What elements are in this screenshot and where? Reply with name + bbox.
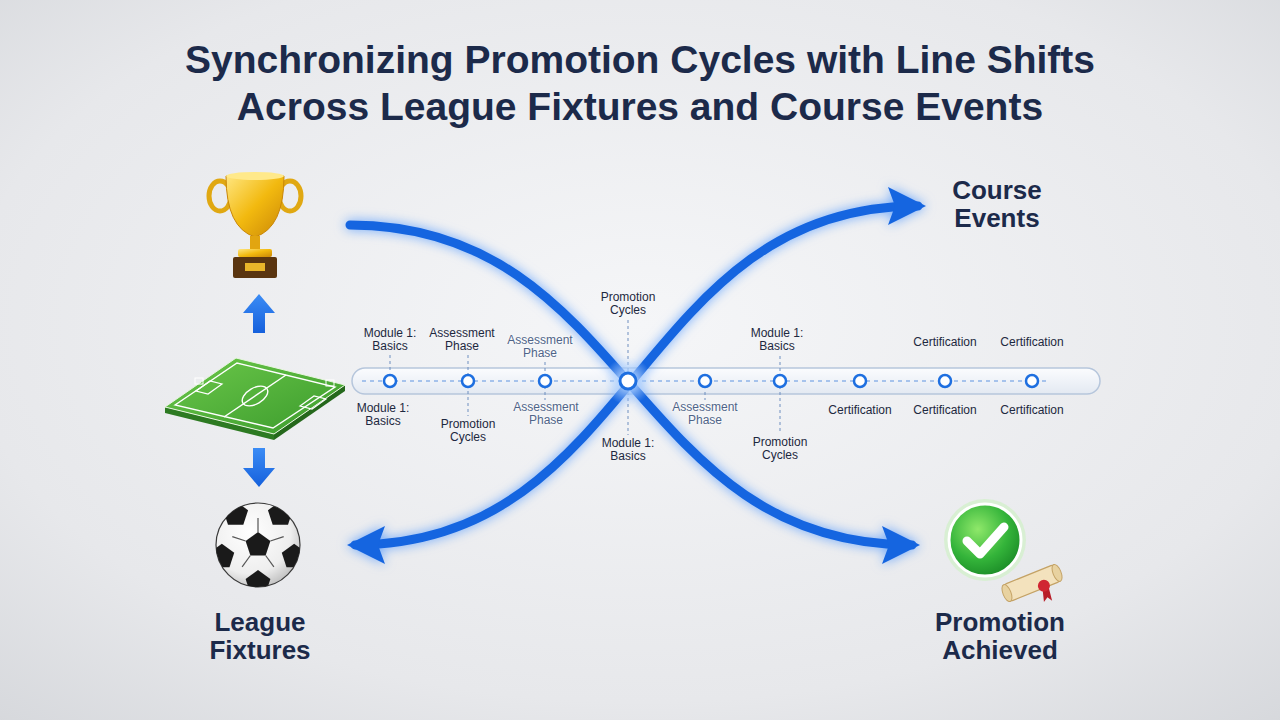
timeline-dot	[854, 375, 866, 387]
timeline-dot	[939, 375, 951, 387]
timeline-dot	[620, 373, 636, 389]
timeline-dot	[699, 375, 711, 387]
timeline-label: Certification	[821, 404, 899, 417]
timeline-label: Promotion Cycles	[589, 291, 667, 317]
timeline-label: Promotion Cycles	[429, 418, 507, 444]
success-badge	[944, 499, 1026, 581]
timeline-dot	[774, 375, 786, 387]
timeline-label: Module 1: Basics	[738, 327, 816, 353]
timeline-label: Promotion Cycles	[741, 436, 819, 462]
tick-line	[705, 392, 706, 400]
timeline-dot	[462, 375, 474, 387]
text-node: Promotion Achieved	[915, 500, 1085, 668]
pitch-line	[224, 375, 286, 417]
pitch-box	[300, 396, 326, 409]
ball-seam	[266, 556, 274, 567]
flow-connector	[355, 206, 918, 545]
up-arrow	[243, 294, 275, 333]
down-arrow	[243, 448, 275, 487]
football-pitch	[165, 358, 345, 440]
badge-circle	[949, 504, 1021, 576]
ribbon-seal	[1036, 578, 1052, 594]
ball-seams	[232, 518, 283, 567]
scroll-end	[1050, 563, 1064, 583]
timeline-bar	[352, 368, 1100, 394]
trophy-cup	[226, 176, 284, 237]
ball-panel	[208, 541, 238, 572]
crossing-glow	[604, 357, 652, 405]
timeline-dot	[384, 375, 396, 387]
timeline-dots	[384, 357, 1038, 405]
timeline-label: Module 1: Basics	[589, 437, 667, 463]
text-node: League Fixtures	[165, 505, 355, 668]
trophy-base	[233, 257, 277, 278]
ball-panel	[219, 498, 253, 532]
timeline-label: Assessment Phase	[423, 327, 501, 353]
ball-panel	[263, 498, 297, 532]
check-mark	[967, 527, 1004, 554]
ball-panels	[208, 498, 308, 593]
timeline-label: Certification	[906, 404, 984, 417]
timeline-label: Module 1: Basics	[351, 327, 429, 353]
node-label: League Fixtures	[175, 608, 345, 664]
node-label: Promotion Achieved	[925, 608, 1075, 664]
scroll-end	[1000, 583, 1014, 603]
trophy-rim	[226, 172, 284, 180]
trophy-collar	[238, 249, 272, 257]
timeline-label: Assessment Phase	[666, 401, 744, 427]
badge-halo	[944, 499, 1026, 581]
timeline-label: Certification	[906, 336, 984, 349]
pitch-goal	[326, 380, 334, 386]
ball-panel	[246, 570, 271, 594]
trophy-plate	[245, 263, 265, 271]
timeline-label: Certification	[993, 404, 1071, 417]
timeline-label: Certification	[993, 336, 1071, 349]
flow-curve	[350, 225, 912, 545]
soccer-ball	[208, 498, 308, 593]
timeline-label: Module 1: Basics	[344, 402, 422, 428]
tick-line	[390, 355, 391, 370]
ball-seam	[257, 518, 258, 532]
tick-line	[780, 356, 781, 434]
pitch-surface	[165, 358, 345, 434]
connectors	[355, 206, 918, 545]
trophy-stem	[250, 236, 260, 250]
pitch-goal	[195, 378, 203, 384]
timeline-dot	[539, 375, 551, 387]
ball-seam	[242, 556, 250, 567]
pitch-circle	[239, 382, 271, 410]
text-node: Course Events	[918, 176, 1076, 236]
timeline-label: Assessment Phase	[501, 334, 579, 360]
ball-seam	[232, 537, 245, 541]
timeline-dot	[1026, 375, 1038, 387]
ball-seam	[270, 537, 283, 541]
pitch-box	[196, 381, 222, 394]
ball-panel	[278, 541, 308, 572]
node-label: Course Events	[928, 176, 1066, 232]
pitch-line	[175, 363, 335, 428]
diagram-title: Synchronizing Promotion Cycles with Line…	[140, 36, 1140, 130]
timeline-label: Assessment Phase	[507, 401, 585, 427]
trophy-icon	[209, 172, 301, 278]
ball-panel	[246, 532, 271, 556]
